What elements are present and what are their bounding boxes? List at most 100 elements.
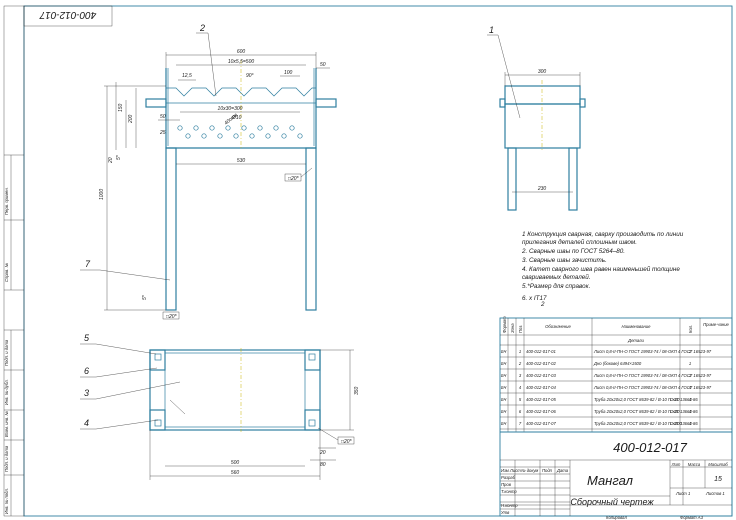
dim-front-slot-pitch: 100 (284, 70, 293, 76)
dim-front-holes-row: 10х30=300 (218, 106, 243, 112)
sheet-frame (3, 5, 733, 517)
dim-front-height-tray: 200 (128, 114, 134, 124)
spec-cell-name: Лист 0,8-II-ПН-О ГОСТ 19903-74 / 08-ОКП … (593, 349, 712, 354)
dim-front-bottom-5: 5* (142, 294, 148, 300)
tb-label-tkontr: Т.контр (501, 489, 517, 494)
dim-plan-height: 350 (354, 386, 360, 395)
note-line-4: 3. Сварные швы зачистить. (522, 257, 607, 264)
margin-label-7: Инв. № подл. (4, 488, 9, 514)
spec-cell-name: Труба 20х20х2,0 ГОСТ 8639-82 / В-10 ГОСТ… (594, 421, 698, 426)
air-holes (177, 125, 303, 139)
spec-cell-mark: L=80 (670, 409, 680, 414)
spec-cell-designation: 400-012-017-07 (526, 421, 556, 426)
spec-cell-designation: 400-012-017-02 (526, 361, 556, 366)
spec-cell-pos: 6 (519, 409, 522, 414)
spec-header-note: Приме-чание (703, 322, 729, 327)
spec-cell-qty: 4 (689, 397, 692, 402)
spec-cell-pos: 5 (519, 397, 522, 402)
spec-header-format: Формат (502, 316, 507, 333)
spec-cell-qty: 4 (689, 421, 692, 426)
note-line-7: 5.*Размер для справок. (522, 282, 590, 290)
spec-cell-pos: 2 (518, 361, 522, 366)
tb-label-izm: Изм Лист (501, 468, 521, 473)
spec-cell-name: Труба 20х20х2,0 ГОСТ 8639-82 / В-10 ГОСТ… (594, 409, 698, 414)
side-dimensions: 300 230 (504, 69, 581, 193)
callout-1: 1 (489, 25, 494, 35)
spec-cell-format: БЧ (501, 397, 506, 402)
dim-front-weld-leg: □20* (166, 314, 178, 320)
spec-cell-designation: 400-012-017-01 (526, 349, 556, 354)
margin-label-6: Подп. и дата (4, 445, 9, 472)
spec-header-designation: Обозначение (545, 324, 571, 329)
tb-label-nkontr: Н.контр (501, 503, 518, 508)
spec-cell-qty: 1 (689, 361, 691, 366)
dim-plan-right-20: 20 (319, 450, 326, 456)
margin-label-3: Подп. и дата (4, 339, 9, 366)
spec-cell-pos: 7 (519, 421, 522, 426)
spec-header-pos: Поз. (518, 325, 523, 333)
margin-label-1: Перв. примен. (4, 187, 9, 215)
spec-cell-name: Труба 20х20х2,0 ГОСТ 8639-82 / В-10 ГОСТ… (594, 397, 698, 402)
note-line-1: 1 Конструкция сварная, сварку производит… (522, 230, 684, 238)
spec-header-qty: Кол. (688, 325, 693, 333)
spec-cell-format: БЧ (501, 409, 506, 414)
title-format: Формат A3 (680, 515, 704, 520)
callout-2: 2 (199, 23, 205, 33)
spec-cell-pos: 4 (519, 385, 522, 390)
spec-header-zone: Зона (510, 323, 515, 333)
spec-cell-designation: 400-012-017-05 (526, 397, 556, 402)
dim-front-slot-small: 12,5 (182, 73, 192, 79)
corner-designation: 400-012-017 (39, 9, 96, 20)
title-mass-header: Масса (688, 462, 701, 467)
spec-cell-format: БЧ (501, 421, 506, 426)
note-line-8: 6. x IT17 (522, 295, 547, 302)
spec-header-name: Наименование (622, 324, 652, 329)
plan-view (149, 348, 321, 432)
spec-cell-name: Дно (бокове) 6494×1500 (593, 361, 642, 366)
dim-front-left-25: 25 (159, 130, 166, 136)
spec-cell-format: БЧ (501, 361, 506, 366)
note-line-9: 2 (540, 301, 545, 308)
margin-label-2: Справ. № (4, 263, 9, 282)
title-name: Мангал (587, 473, 634, 488)
dim-side-bottom: 230 (537, 186, 547, 192)
spec-cell-mark: L=800 (670, 421, 682, 426)
spec-cell-designation: 400-012-017-03 (526, 373, 556, 378)
tb-label-razrab: Разраб (501, 475, 516, 480)
title-copied: Копировал (606, 515, 627, 520)
spec-cell-format: БЧ (501, 349, 506, 354)
spec-cell-pos: 3 (519, 373, 522, 378)
title-block: 400-012-017 Мангал Сборочный чертеж Лит … (500, 431, 732, 520)
note-line-6: свариваемых деталей. (522, 273, 591, 281)
spec-cell-qty: 4 (689, 409, 692, 414)
tb-label-sign: Подп (542, 468, 553, 473)
callout-3: 3 (84, 388, 89, 398)
callout-4: 4 (84, 418, 89, 428)
title-sheets: Листов 1 (705, 491, 725, 496)
spec-cell-designation: 400-012-017-04 (526, 385, 556, 390)
front-dimensions: 600 10х5,5=500 50 12,5 90° 100 10х30=300… (99, 49, 330, 320)
spec-cell-format: БЧ (501, 373, 506, 378)
dim-front-weld-box: □20* (288, 176, 300, 182)
margin-label-5: Взам. инв. № (4, 411, 9, 437)
spec-row: БЧ 7 400-012-017-07 Труба 20х20х2,0 ГОСТ 86… (501, 421, 698, 426)
title-scale-value: 15 (714, 476, 722, 483)
spec-rows: БЧ 1 400-012-017-01 Лист 0,8-II-ПН-О ГОСТ 1… (501, 349, 712, 426)
title-designation: 400-012-017 (613, 440, 687, 455)
title-sheet: Лист 1 (675, 491, 690, 496)
dim-front-side-5: 5* (116, 154, 122, 160)
dim-plan-inner: 500 (231, 460, 240, 466)
callouts: 1 2 7 5 6 3 4 (80, 23, 521, 430)
dim-front-hole-diam: Ø10 (231, 115, 242, 121)
margin-label-4: Инв. № дубл. (4, 379, 9, 405)
dim-front-width: 600 (237, 49, 246, 55)
dim-plan-right-80: 80 (320, 462, 326, 468)
dim-front-height-top: 20 (108, 157, 114, 164)
callout-5: 5 (84, 333, 90, 343)
dim-front-total-height: 1000 (99, 189, 105, 200)
